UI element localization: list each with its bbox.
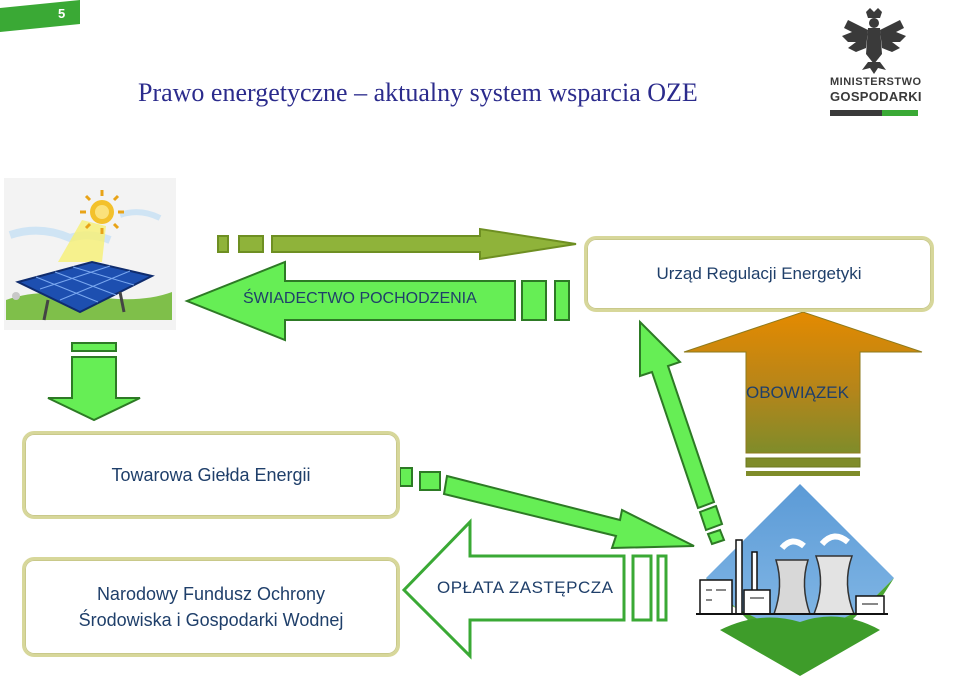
arrow-solar-to-ure xyxy=(217,227,577,261)
environment-fund-label-line2: Środowiska i Gospodarki Wodnej xyxy=(78,610,344,630)
logo-text-economy: GOSPODARKI xyxy=(830,89,922,104)
substitute-fee-label: OPŁATA ZASTĘPCZA xyxy=(437,578,614,597)
arrow-plant-to-ure xyxy=(639,319,726,546)
arrow-exchange-to-plant xyxy=(399,467,695,550)
page-title: Prawo energetyczne – aktualny system wsp… xyxy=(138,78,698,107)
slide-number: 5 xyxy=(58,6,66,21)
arrow-certificate xyxy=(184,260,570,342)
slide-number-badge xyxy=(0,0,80,32)
environment-fund-box: Narodowy Fundusz Ochrony Środowiska i Go… xyxy=(22,557,400,657)
obligation-label: OBOWIĄZEK xyxy=(746,383,849,402)
arrow-obligation xyxy=(683,311,923,476)
energy-exchange-label: Towarowa Giełda Energii xyxy=(111,464,311,485)
power-plant-icon xyxy=(696,484,894,676)
environment-fund-label-line1: Narodowy Fundusz Ochrony xyxy=(96,584,326,604)
ure-label: Urząd Regulacji Energetyki xyxy=(656,264,862,283)
logo-text-ministry: MINISTERSTWO xyxy=(830,76,922,88)
arrow-substitute-fee xyxy=(401,518,668,660)
solar-panel-icon xyxy=(4,178,176,330)
certificate-label: ŚWIADECTWO POCHODZENIA xyxy=(243,290,477,307)
energy-exchange-box: Towarowa Giełda Energii xyxy=(22,431,400,519)
eagle-emblem-icon xyxy=(830,8,918,116)
ure-box: Urząd Regulacji Energetyki xyxy=(584,236,934,312)
arrow-solar-to-exchange xyxy=(47,342,141,422)
